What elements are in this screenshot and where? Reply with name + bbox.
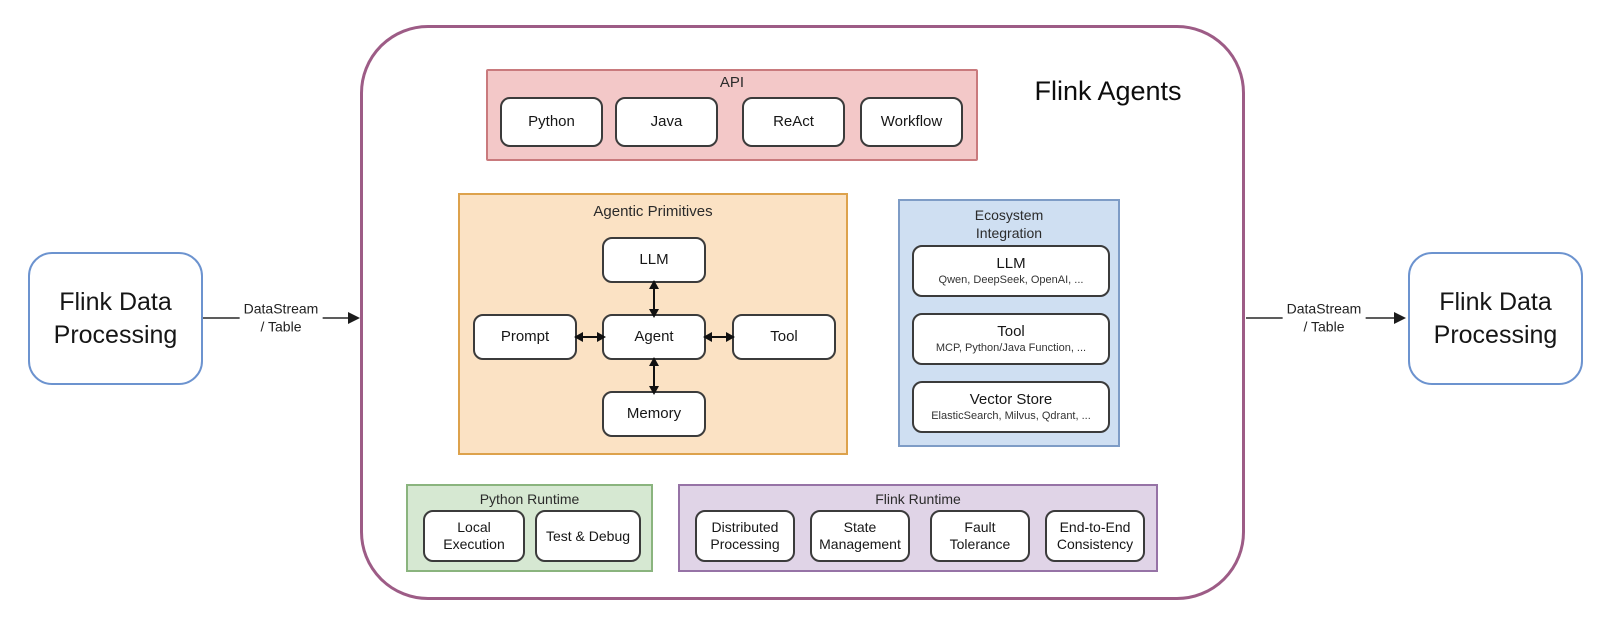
api-group-title: API <box>719 74 745 91</box>
api-item-react: ReAct <box>742 97 845 147</box>
agentic-primitives-group: Agentic Primitives LLM Prompt Agent Tool… <box>458 193 848 455</box>
flink-runtime-title: Flink Runtime <box>875 491 961 507</box>
python-runtime-item-test-debug: Test & Debug <box>535 510 641 562</box>
flink-runtime-item-end-to-end-consistency: End-to-End Consistency <box>1045 510 1145 562</box>
ecosystem-item-tool-name: Tool <box>997 322 1025 340</box>
agentic-node-llm: LLM <box>602 237 706 283</box>
flink-runtime-group: Flink Runtime Distributed Processing Sta… <box>678 484 1158 572</box>
agentic-node-agent: Agent <box>602 314 706 360</box>
agentic-primitives-title: Agentic Primitives <box>593 203 713 220</box>
ecosystem-item-tool: Tool MCP, Python/Java Function, ... <box>912 313 1110 365</box>
api-group: API Python Java ReAct Workflow <box>486 69 978 161</box>
agent-tool-double-arrow-icon <box>703 330 735 343</box>
flink-agents-container: Flink Agents API Python Java ReAct Workf… <box>360 25 1245 600</box>
python-runtime-group: Python Runtime Local Execution Test & De… <box>406 484 653 572</box>
left-edge-label: DataStream / Table <box>239 299 323 337</box>
ecosystem-item-vector-store: Vector Store ElasticSearch, Milvus, Qdra… <box>912 381 1110 433</box>
flink-runtime-item-state-management: State Management <box>810 510 910 562</box>
api-item-workflow: Workflow <box>860 97 963 147</box>
ecosystem-item-vector-store-name: Vector Store <box>969 390 1053 408</box>
ecosystem-item-llm: LLM Qwen, DeepSeek, OpenAI, ... <box>912 245 1110 297</box>
flink-data-processing-left-node: Flink Data Processing <box>28 252 203 385</box>
flink-runtime-item-fault-tolerance: Fault Tolerance <box>930 510 1030 562</box>
right-edge-label: DataStream / Table <box>1282 299 1366 337</box>
api-item-java: Java <box>615 97 718 147</box>
left-edge-arrowhead-icon <box>348 312 360 324</box>
flink-data-processing-right-node: Flink Data Processing <box>1408 252 1583 385</box>
ecosystem-integration-title: Ecosystem Integration <box>974 207 1044 241</box>
agentic-node-tool: Tool <box>732 314 836 360</box>
llm-agent-double-arrow-icon <box>647 280 660 318</box>
api-item-python: Python <box>500 97 603 147</box>
diagram-title: Flink Agents <box>1034 76 1182 106</box>
python-runtime-title: Python Runtime <box>479 491 580 507</box>
agentic-node-prompt: Prompt <box>473 314 577 360</box>
ecosystem-item-vector-store-detail: ElasticSearch, Milvus, Qdrant, ... <box>931 409 1091 422</box>
python-runtime-item-local-execution: Local Execution <box>423 510 525 562</box>
ecosystem-item-tool-detail: MCP, Python/Java Function, ... <box>935 341 1087 354</box>
prompt-agent-double-arrow-icon <box>574 330 606 343</box>
ecosystem-item-llm-detail: Qwen, DeepSeek, OpenAI, ... <box>938 273 1084 286</box>
agentic-node-memory: Memory <box>602 391 706 437</box>
flink-runtime-item-distributed-processing: Distributed Processing <box>695 510 795 562</box>
agent-memory-double-arrow-icon <box>647 357 660 395</box>
right-edge-arrowhead-icon <box>1394 312 1406 324</box>
ecosystem-item-llm-name: LLM <box>996 254 1026 272</box>
ecosystem-integration-group: Ecosystem Integration LLM Qwen, DeepSeek… <box>898 199 1120 447</box>
